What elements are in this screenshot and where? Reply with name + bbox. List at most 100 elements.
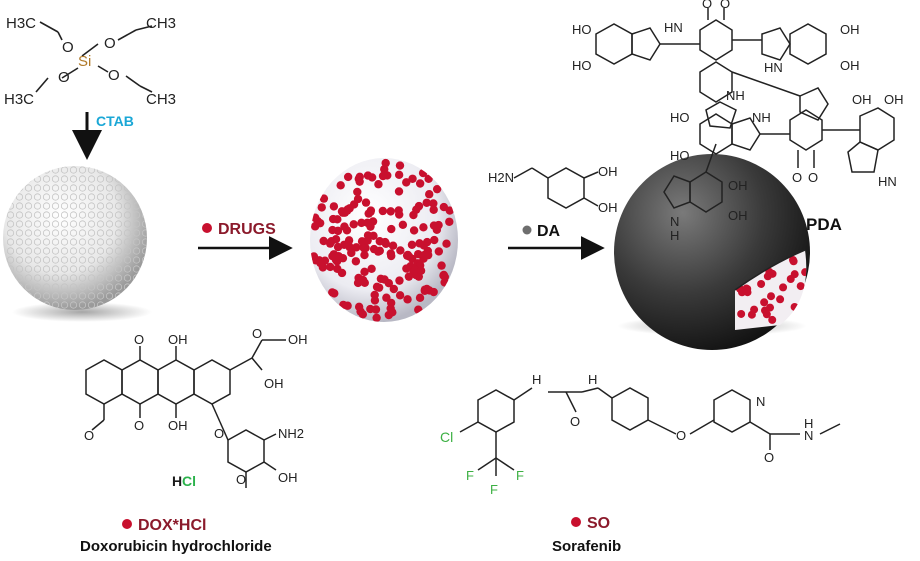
pore-mark — [114, 238, 123, 246]
pore-mark — [42, 247, 51, 255]
teos-ch3-bottom-left: H3C — [4, 91, 34, 108]
pore-mark — [6, 166, 15, 174]
drug-particle — [319, 236, 328, 246]
drug-particle — [337, 268, 347, 278]
pore-mark — [87, 283, 96, 291]
pore-mark — [105, 229, 114, 237]
dox-oh-2: OH — [288, 332, 308, 347]
drug-particle — [404, 272, 414, 281]
drug-particle — [425, 190, 434, 199]
pore-mark — [141, 292, 147, 300]
pore-mark — [96, 220, 105, 228]
so-legend-label: SO — [587, 515, 610, 532]
drug-particle — [414, 305, 423, 314]
pore-mark — [78, 283, 87, 291]
pore-mark — [114, 193, 123, 201]
pore-mark — [15, 247, 24, 255]
pore-mark — [69, 229, 78, 237]
pore-mark — [105, 283, 114, 291]
pore-mark — [24, 184, 33, 192]
pore-mark — [6, 229, 15, 237]
pore-mark — [69, 184, 78, 192]
pore-mark — [15, 265, 24, 273]
dox-o-ring: O — [236, 472, 246, 487]
dopamine-oh-1: OH — [598, 164, 618, 179]
pore-mark — [24, 220, 33, 228]
pore-mark — [24, 292, 33, 300]
drug-particle — [374, 180, 383, 189]
pda-oh-3: OH — [840, 22, 860, 37]
drugs-dot-icon — [202, 223, 212, 233]
pda-hn-3: HN — [878, 174, 897, 189]
drug-particle — [412, 205, 421, 214]
pore-mark — [51, 211, 60, 219]
pore-mark — [33, 274, 42, 282]
pore-mark — [114, 265, 123, 273]
pore-mark — [123, 274, 132, 282]
pore-mark — [33, 184, 42, 192]
pore-mark — [15, 292, 24, 300]
drug-particle — [311, 213, 320, 222]
pore-mark — [33, 265, 42, 273]
pda-oh-7: OH — [852, 92, 872, 107]
pore-mark — [69, 274, 78, 282]
pore-mark — [24, 256, 33, 264]
drug-particle — [386, 249, 396, 258]
drugs-label: DRUGS — [218, 221, 276, 238]
pore-mark — [78, 247, 87, 255]
drug-particle — [432, 184, 442, 194]
pore-mark — [24, 247, 33, 255]
pore-mark — [96, 229, 105, 237]
pda-n-lower: N — [670, 214, 679, 229]
pda-nh-1: NH — [726, 88, 745, 103]
pore-mark — [123, 292, 132, 300]
drug-particle — [403, 250, 412, 260]
drug-particle — [779, 283, 788, 292]
pore-mark — [24, 274, 33, 282]
pda-nh-2: NH — [752, 110, 771, 125]
drug-particle — [439, 270, 448, 280]
drug-particle — [767, 292, 776, 301]
pore-mark — [96, 247, 105, 255]
pore-mark — [123, 229, 132, 237]
pore-mark — [60, 247, 69, 255]
drug-particle — [354, 302, 364, 312]
pda-oh-8: OH — [884, 92, 904, 107]
drug-particle — [389, 284, 399, 294]
drug-particle — [369, 244, 379, 254]
pore-mark — [24, 166, 33, 174]
drug-particle — [415, 293, 425, 303]
pore-mark — [87, 274, 96, 282]
pore-mark — [33, 247, 42, 255]
pore-mark — [114, 211, 123, 219]
doxorubicin-structure — [85, 339, 286, 488]
pore-mark — [69, 175, 78, 183]
pore-mark — [123, 238, 132, 246]
pore-mark — [96, 256, 105, 264]
pore-mark — [42, 202, 51, 210]
teos-o-2: O — [104, 35, 116, 52]
dopamine-molecule — [513, 167, 599, 209]
pore-mark — [105, 175, 114, 183]
drug-particle — [363, 231, 373, 240]
pore-mark — [69, 211, 78, 219]
so-o-amide: O — [764, 450, 774, 465]
pore-mark — [96, 184, 105, 192]
so-name: Sorafenib — [552, 538, 621, 555]
pore-mark — [42, 292, 51, 300]
pore-mark — [96, 175, 105, 183]
drug-particle — [762, 310, 771, 319]
drug-particle — [327, 237, 336, 246]
drug-particle — [766, 303, 775, 312]
pore-mark — [15, 202, 24, 210]
drug-particle — [319, 194, 329, 203]
pore-mark — [105, 238, 114, 246]
drug-particle — [786, 274, 795, 283]
dox-oh-5: OH — [278, 470, 298, 485]
pda-oh-1: HO — [572, 22, 592, 37]
drug-particle — [790, 302, 799, 311]
pore-mark — [132, 193, 141, 201]
pore-mark — [105, 202, 114, 210]
drug-particle — [799, 302, 807, 311]
pore-mark — [78, 238, 87, 246]
